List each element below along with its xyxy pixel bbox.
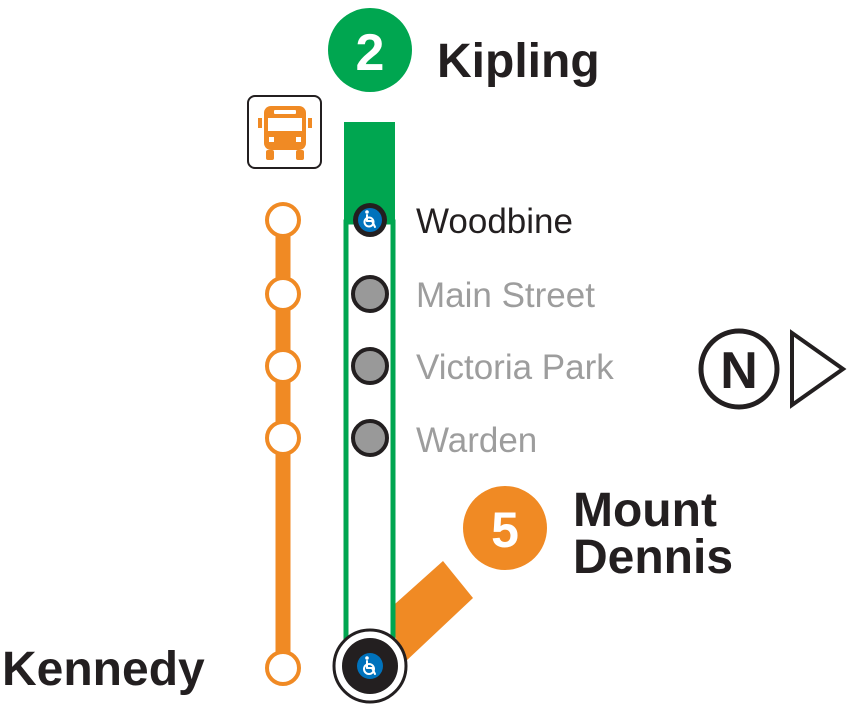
- north-arrow-icon: N: [698, 328, 847, 410]
- station-woodbine-marker: [353, 203, 387, 237]
- station-label-kennedy: Kennedy: [2, 643, 205, 696]
- wheelchair-icon: [363, 660, 376, 675]
- north-direction-triangle-icon: [790, 329, 847, 409]
- bus-stop-warden: [265, 420, 301, 456]
- bus-stop-main-street: [265, 276, 301, 312]
- bus-stop-victoria-park: [265, 348, 301, 384]
- line-2-badge: 2: [328, 8, 412, 92]
- station-kennedy-marker: [332, 628, 408, 704]
- line-5-connector: [386, 561, 473, 662]
- north-arrow-letter: N: [720, 342, 758, 400]
- station-main-street-marker: [351, 275, 389, 313]
- wheelchair-icon: [363, 214, 376, 228]
- line-5-badge: 5: [463, 486, 547, 570]
- line-2-track: [343, 122, 396, 662]
- station-warden-marker: [351, 419, 389, 457]
- station-label-main-street: Main Street: [416, 276, 595, 315]
- line-5-terminus-label-line-1: Mount: [573, 484, 717, 537]
- bus-stop-woodbine: [265, 202, 301, 238]
- line-5-number: 5: [491, 502, 519, 558]
- bus-route-line: [265, 202, 301, 686]
- line-2-number: 2: [356, 24, 385, 82]
- bus-stop-kennedy: [265, 650, 301, 686]
- line-2-terminus-label: Kipling: [437, 35, 600, 88]
- station-victoria-park-marker: [351, 347, 389, 385]
- line-5-terminus-label-line-2: Dennis: [573, 531, 733, 584]
- bus-icon: [247, 95, 322, 169]
- station-label-warden: Warden: [416, 421, 537, 460]
- station-label-victoria-park: Victoria Park: [416, 348, 614, 387]
- station-label-woodbine: Woodbine: [416, 202, 573, 241]
